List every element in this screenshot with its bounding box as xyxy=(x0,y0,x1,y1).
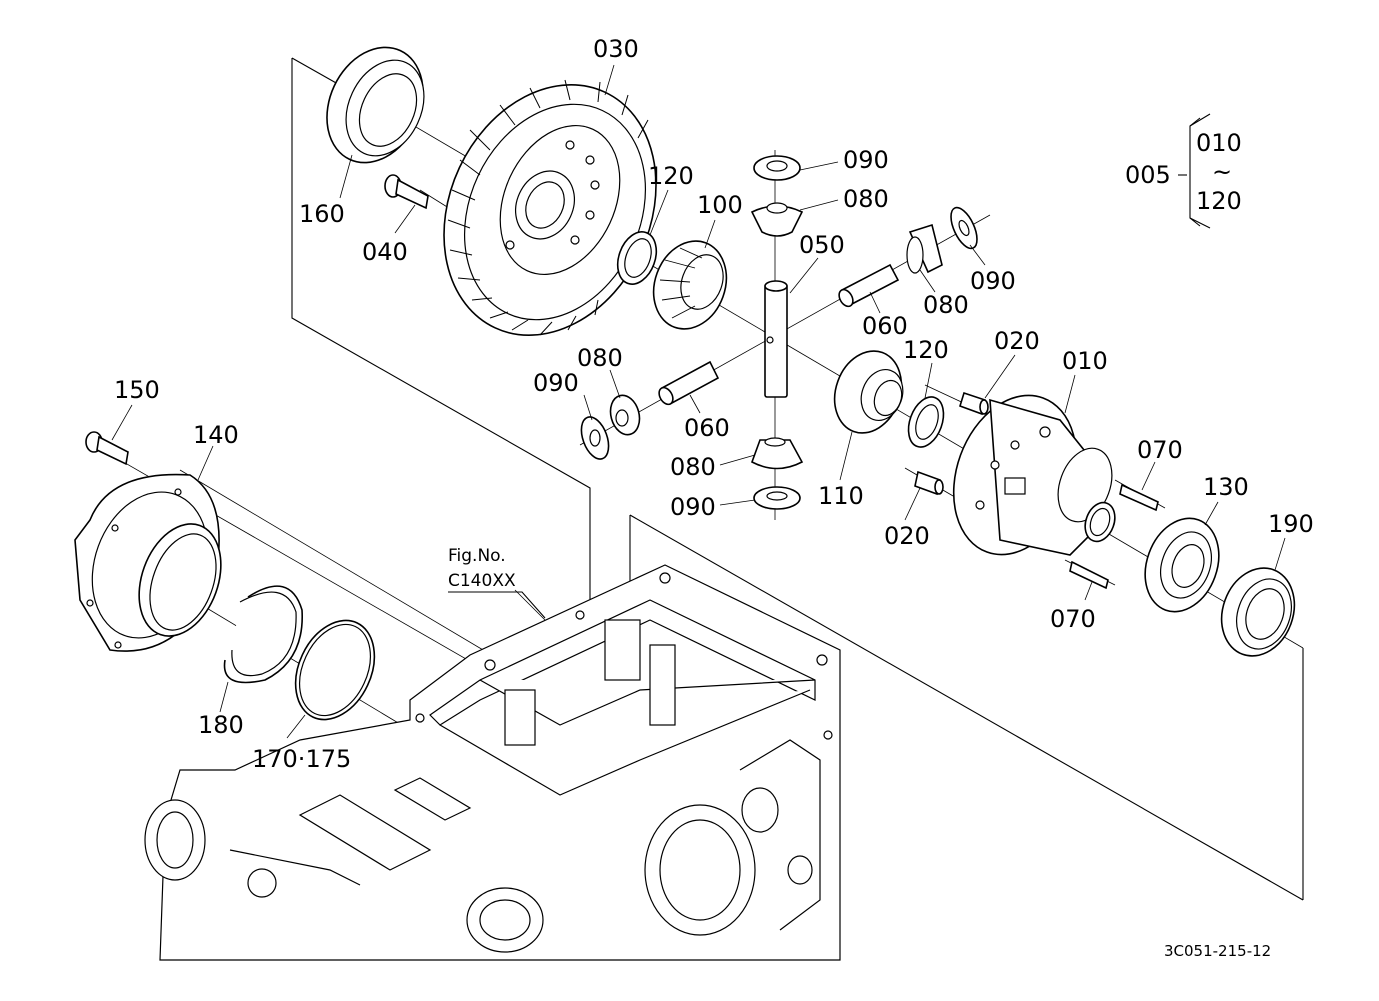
callout-120-right[interactable]: 120 xyxy=(903,336,949,364)
part-120-thrust-washer-right[interactable] xyxy=(902,392,950,452)
ring-gear-teeth xyxy=(447,79,649,336)
part-030-ring-gear[interactable] xyxy=(404,50,695,370)
figure-reference[interactable]: Fig.No. C140XX xyxy=(448,546,546,619)
callout-090-left[interactable]: 090 xyxy=(533,369,579,397)
part-080-pinion-gear-top[interactable] xyxy=(750,202,804,237)
part-140-bearing-retainer[interactable] xyxy=(73,473,236,655)
part-070-spring-pin-lower[interactable] xyxy=(1069,560,1109,590)
part-060-short-shaft-right[interactable] xyxy=(836,263,900,309)
callout-170-175[interactable]: 170·175 xyxy=(252,745,351,773)
callout-080-left[interactable]: 080 xyxy=(577,344,623,372)
assembly-range-from: 010 xyxy=(1196,129,1242,157)
part-060-short-shaft-left[interactable] xyxy=(656,360,720,407)
callout-120-left[interactable]: 120 xyxy=(648,162,694,190)
callout-180[interactable]: 180 xyxy=(198,711,244,739)
part-090-pinion-washer-right[interactable] xyxy=(946,204,983,252)
part-180-snap-ring[interactable] xyxy=(223,585,303,684)
callout-130[interactable]: 130 xyxy=(1203,473,1249,501)
callout-140[interactable]: 140 xyxy=(193,421,239,449)
callout-020-upper[interactable]: 020 xyxy=(994,327,1040,355)
part-150-bolt[interactable] xyxy=(85,431,129,466)
callout-060-left[interactable]: 060 xyxy=(684,414,730,442)
part-090-pinion-washer-top[interactable] xyxy=(753,155,801,181)
part-160-bearing[interactable] xyxy=(309,32,441,179)
callout-030[interactable]: 030 xyxy=(593,35,639,63)
part-080-pinion-gear-right[interactable] xyxy=(906,223,943,274)
part-080-pinion-gear-bottom[interactable] xyxy=(751,437,804,470)
part-010-differential-case[interactable] xyxy=(932,378,1121,572)
callout-040[interactable]: 040 xyxy=(362,238,408,266)
transmission-case xyxy=(144,564,841,961)
callout-labels: 030 160 040 120 100 090 080 050 090 080 … xyxy=(114,35,1314,773)
callout-070-lower[interactable]: 070 xyxy=(1050,605,1096,633)
part-110-side-gear[interactable] xyxy=(824,342,913,443)
part-100-side-gear[interactable] xyxy=(642,231,739,340)
callout-010[interactable]: 010 xyxy=(1062,347,1108,375)
part-090-pinion-washer-left[interactable] xyxy=(576,413,614,463)
part-130-shifter[interactable] xyxy=(1133,508,1232,622)
callout-160[interactable]: 160 xyxy=(299,200,345,228)
part-050-pinion-shaft[interactable] xyxy=(764,280,788,398)
assembly-range-to: 120 xyxy=(1196,187,1242,215)
drawing-code: 3C051-215-12 xyxy=(1164,942,1271,960)
callout-050[interactable]: 050 xyxy=(799,231,845,259)
callout-020-lower[interactable]: 020 xyxy=(884,522,930,550)
assembly-label: 005 xyxy=(1125,161,1171,189)
callout-060-right[interactable]: 060 xyxy=(862,312,908,340)
callout-090-bottom[interactable]: 090 xyxy=(670,493,716,521)
callout-080-bottom[interactable]: 080 xyxy=(670,453,716,481)
callout-080-right[interactable]: 080 xyxy=(923,291,969,319)
part-020-pin-upper[interactable] xyxy=(959,391,989,416)
callout-190[interactable]: 190 xyxy=(1268,510,1314,538)
part-020-pin-lower[interactable] xyxy=(914,470,944,496)
callout-110[interactable]: 110 xyxy=(818,482,864,510)
figure-number: C140XX xyxy=(448,571,516,591)
part-070-spring-pin-upper[interactable] xyxy=(1119,483,1159,512)
assembly-range-separator: ~ xyxy=(1212,158,1232,186)
callout-090-right[interactable]: 090 xyxy=(970,267,1016,295)
callout-070-upper[interactable]: 070 xyxy=(1137,436,1183,464)
assembly-bracket[interactable]: 005 010 ~ 120 xyxy=(1125,113,1242,229)
callout-080-top[interactable]: 080 xyxy=(843,185,889,213)
leader-lines xyxy=(111,64,1286,739)
figure-caption: Fig.No. xyxy=(448,546,506,566)
callout-090-top[interactable]: 090 xyxy=(843,146,889,174)
callout-100[interactable]: 100 xyxy=(697,191,743,219)
part-040-bolt[interactable] xyxy=(384,174,429,210)
callout-150[interactable]: 150 xyxy=(114,376,160,404)
part-190-bearing[interactable] xyxy=(1210,558,1307,667)
part-090-pinion-washer-bottom[interactable] xyxy=(753,486,801,510)
part-170-175-shim-ring[interactable] xyxy=(280,608,389,733)
part-080-pinion-gear-left[interactable] xyxy=(606,392,643,438)
part-120-thrust-washer-left[interactable] xyxy=(611,226,663,289)
